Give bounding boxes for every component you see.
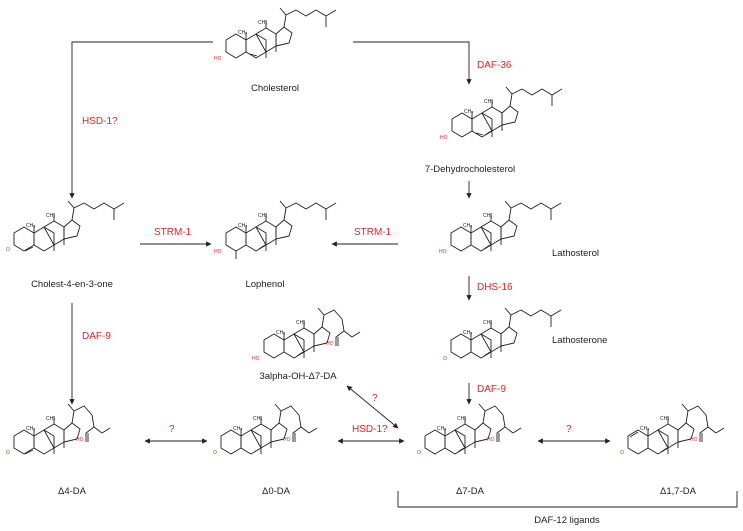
label-d7-da: Δ7-DA [456, 486, 485, 497]
enzyme-daf36: DAF-36 [477, 60, 512, 71]
molecule-oh-da: HO HO CH₃ CH₃ [252, 307, 361, 362]
enzyme-hsd1-top: HSD-1? [82, 116, 118, 127]
enzyme-q-d4-d0: ? [169, 424, 175, 435]
svg-text:HO: HO [326, 341, 334, 347]
svg-text:HO: HO [252, 356, 260, 362]
svg-text:O: O [6, 247, 10, 253]
svg-text:CH₃: CH₃ [296, 320, 305, 326]
svg-text:CH₃: CH₃ [46, 213, 55, 219]
svg-text:CH₃: CH₃ [258, 213, 267, 219]
molecule-lophenol: HO CH₃ CH₃ [214, 200, 337, 259]
svg-text:CH₃: CH₃ [258, 20, 267, 26]
svg-text:CH₃: CH₃ [253, 416, 262, 422]
svg-text:CH₃: CH₃ [233, 426, 242, 432]
svg-text:HO: HO [214, 56, 222, 62]
molecule-dehydrocholesterol: HO CH₃ CH₃ [440, 86, 563, 141]
svg-text:CH₃: CH₃ [464, 109, 473, 115]
enzyme-daf9-right: DAF-9 [477, 384, 506, 395]
svg-text:CH₃: CH₃ [26, 223, 35, 229]
svg-text:O: O [443, 356, 447, 362]
arrow-cholesterol-to-cholestenone [69, 41, 213, 199]
label-lathosterol: Lathosterol [552, 248, 599, 259]
arrow-ohda-d7da [346, 385, 399, 429]
label-cholesterol: Cholesterol [251, 83, 299, 94]
svg-text:CH₃: CH₃ [463, 223, 472, 229]
svg-text:HO: HO [440, 135, 448, 141]
svg-text:CH₃: CH₃ [484, 99, 493, 105]
svg-text:O: O [620, 450, 624, 456]
svg-text:O: O [6, 450, 10, 456]
svg-text:CH₃: CH₃ [276, 330, 285, 336]
svg-text:CH₃: CH₃ [457, 416, 466, 422]
enzyme-q-ohda-d7: ? [372, 393, 378, 404]
svg-text:CH₃: CH₃ [640, 426, 649, 432]
ligand-bracket [397, 491, 738, 508]
label-d17-da: Δ1,7-DA [660, 486, 697, 497]
enzyme-hsd1-mid: HSD-1? [352, 424, 388, 435]
enzyme-daf9-left: DAF-9 [82, 331, 111, 342]
enzyme-strm1-right: STRM-1 [354, 227, 392, 238]
label-cholestenone: Cholest-4-en-3-one [31, 279, 113, 290]
label-lathosterone: Lathosterone [552, 335, 607, 346]
label-oh-da: 3alpha-OH-Δ7-DA [259, 371, 337, 382]
svg-text:HO: HO [439, 249, 447, 255]
arrow-cholesterol-to-dehydrocholesterol [353, 41, 472, 85]
svg-text:HO: HO [214, 249, 222, 255]
svg-text:CH₃: CH₃ [26, 426, 35, 432]
label-d0-da: Δ0-DA [262, 486, 291, 497]
molecule-d0-da: O HO CH₃ CH₃ [213, 403, 318, 456]
svg-text:O: O [213, 450, 217, 456]
svg-text:CH₃: CH₃ [437, 426, 446, 432]
svg-text:CH₃: CH₃ [483, 320, 492, 326]
svg-text:CH₃: CH₃ [238, 223, 247, 229]
molecule-d4-da: O HO CH₃ CH₃ [6, 403, 111, 456]
label-dehydrocholesterol: 7-Dehydrocholesterol [425, 164, 515, 175]
svg-text:HO: HO [690, 437, 698, 443]
svg-text:CH₃: CH₃ [46, 416, 55, 422]
svg-text:CH₃: CH₃ [483, 213, 492, 219]
svg-text:O: O [417, 450, 421, 456]
molecule-lathosterone: O CH₃ CH₃ [443, 307, 562, 362]
enzyme-q-d7-d17: ? [566, 424, 572, 435]
svg-text:CH₃: CH₃ [660, 416, 669, 422]
molecule-cholesterol: HO CH₃ CH₃ [214, 7, 337, 62]
molecule-lathosterol: HO CH₃ CH₃ [439, 200, 562, 255]
enzyme-dhs16: DHS-16 [477, 282, 513, 293]
svg-text:HO: HO [76, 437, 84, 443]
svg-text:HO: HO [487, 437, 495, 443]
molecule-d17-da: O HO CH₃ CH₃ [620, 403, 725, 456]
molecule-d7-da: O HO CH₃ CH₃ [417, 403, 522, 456]
molecule-cholestenone: O CH₃ CH₃ [6, 200, 125, 253]
label-lophenol: Lophenol [245, 279, 284, 290]
group-label-daf12-ligands: DAF-12 ligands [534, 515, 600, 526]
enzyme-strm1-left: STRM-1 [154, 227, 192, 238]
svg-text:CH₃: CH₃ [238, 30, 247, 36]
svg-text:CH₃: CH₃ [463, 330, 472, 336]
svg-text:HO: HO [283, 437, 291, 443]
label-d4-da: Δ4-DA [58, 486, 87, 497]
